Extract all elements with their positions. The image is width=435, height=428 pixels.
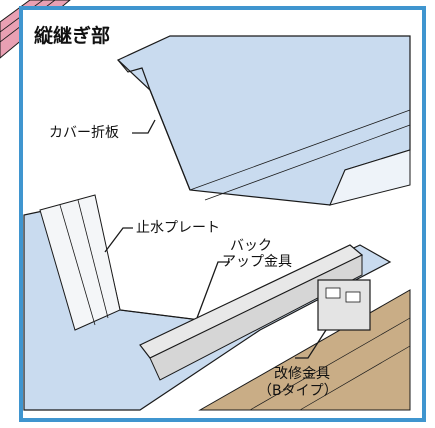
lower-panel-shape: [23, 194, 392, 411]
backup-bracket-label-line1: バック: [230, 238, 272, 254]
callout-leaders: [104, 119, 327, 359]
page-title: 縦継ぎ部: [34, 25, 111, 47]
backup-bracket-shape: [139, 244, 364, 381]
repair-bracket-shape: [317, 279, 371, 331]
backup-bracket-label-line2: アップ金具: [222, 254, 292, 270]
cover-panel-shape: [116, 35, 411, 206]
repair-bracket-label-line2: （Bタイプ）: [258, 383, 338, 399]
cover-panel-label: カバー折板: [49, 125, 119, 141]
waterstop-plate-label: 止水プレート: [136, 220, 220, 236]
repair-bracket-label-line1: 改修金具: [274, 366, 330, 382]
